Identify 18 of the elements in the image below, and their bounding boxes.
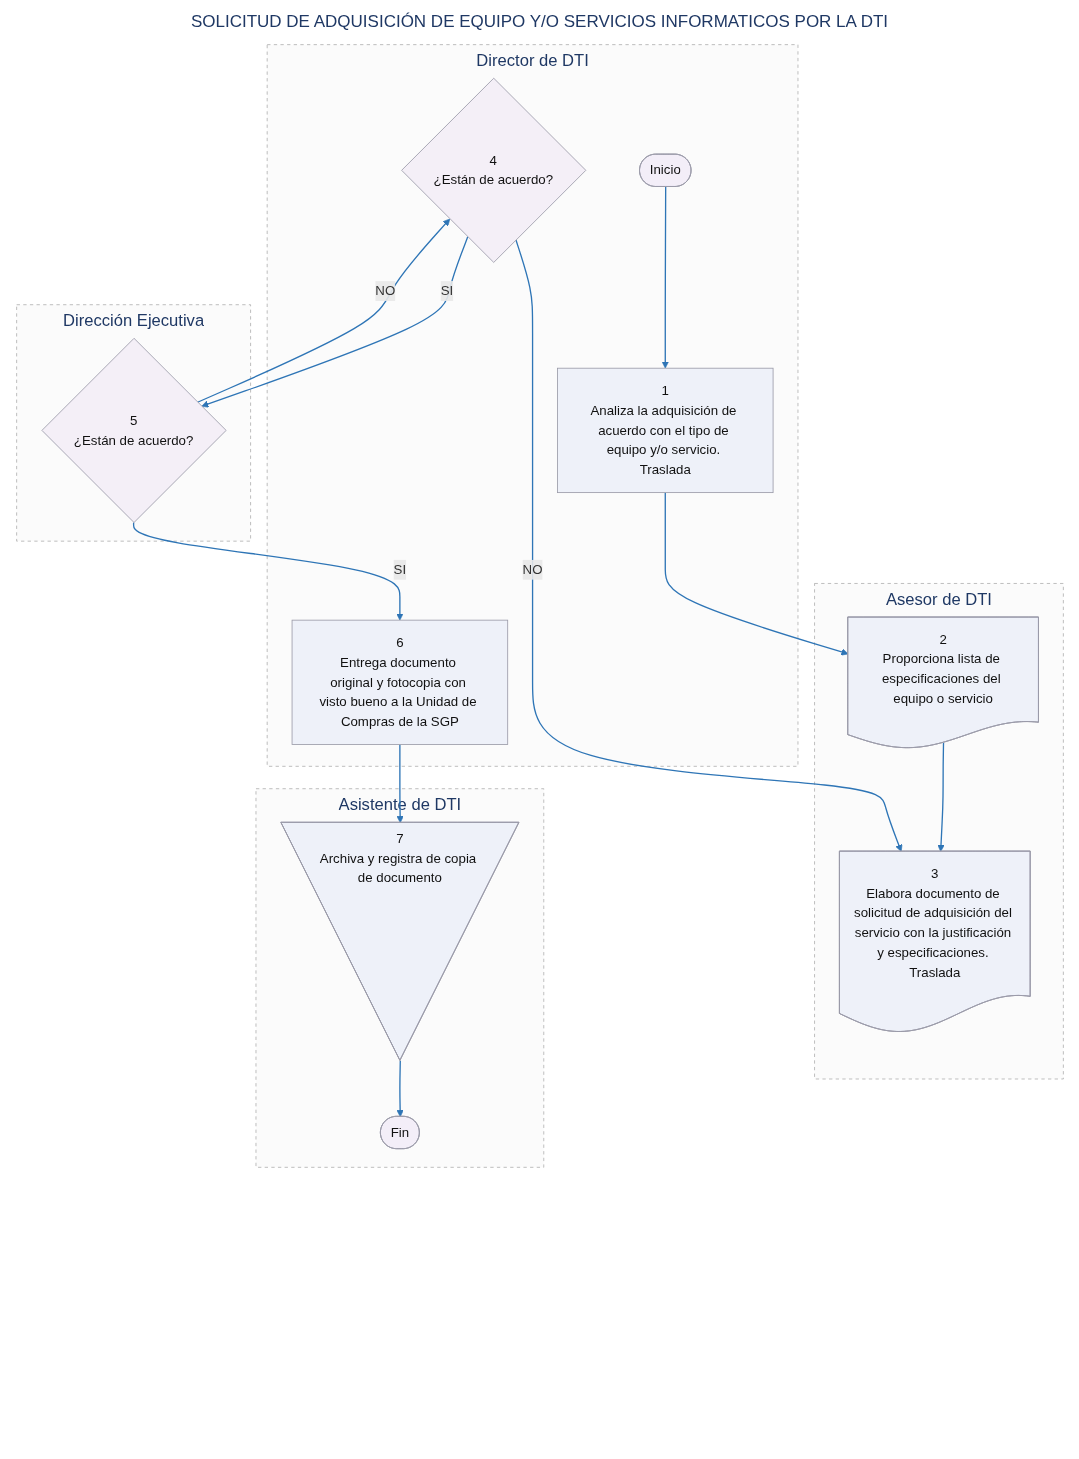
arrow bbox=[661, 186, 669, 369]
arrow bbox=[396, 743, 404, 824]
node-diamond: 4 ¿Están de acuerdo? bbox=[400, 77, 586, 263]
arrow bbox=[936, 742, 945, 852]
edge-label: NO bbox=[522, 562, 543, 577]
edge-label: NO bbox=[374, 283, 395, 298]
edge-label: SI bbox=[393, 562, 406, 577]
arrow bbox=[132, 521, 404, 621]
node-diamond: 5 ¿Están de acuerdo? bbox=[41, 337, 227, 523]
diagram-title: SOLICITUD DE ADQUISICIÓN DE EQUIPO Y/O SERVICIOS INFORMATICOS POR LA DTI bbox=[189, 12, 890, 32]
arrow bbox=[196, 218, 450, 403]
edge-label: SI bbox=[440, 283, 453, 298]
arrow bbox=[664, 491, 848, 656]
arrow bbox=[396, 1060, 404, 1118]
node-box: 1 Analiza la adquisición de acuerdo con el tipo de equipo y/o servicio. Traslada bbox=[556, 367, 773, 494]
node-box: 6 Entrega documento original y fotocopia con visto bueno a la Unidad de Compras de la SGP bbox=[291, 619, 508, 745]
arrow bbox=[200, 236, 468, 408]
arrow bbox=[514, 239, 902, 852]
